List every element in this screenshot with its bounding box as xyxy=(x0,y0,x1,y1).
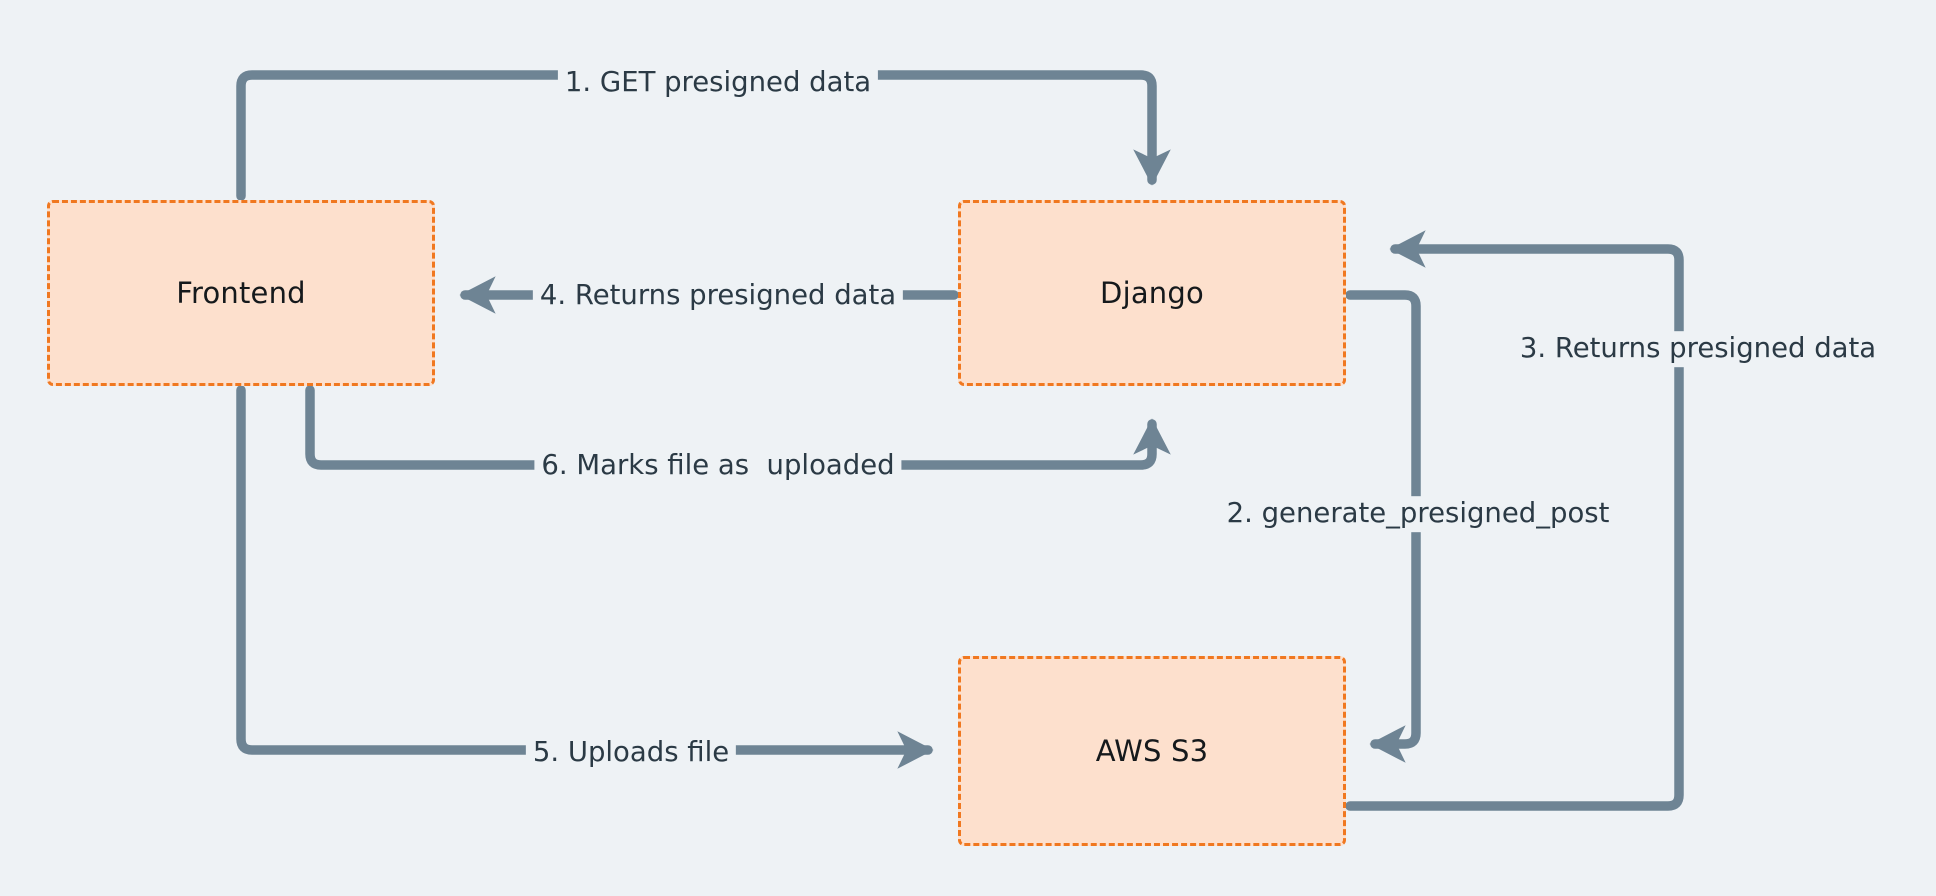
edge-5-path xyxy=(236,385,934,769)
node-frontend-label: Frontend xyxy=(176,276,306,310)
edge-label-2-generate-presigned-post: 2. generate_presigned_post xyxy=(1219,496,1617,532)
node-aws-s3[interactable]: AWS S3 xyxy=(958,656,1346,846)
node-django-label: Django xyxy=(1100,276,1204,310)
node-django[interactable]: Django xyxy=(958,200,1346,386)
edge-label-4-returns-presigned-data: 4. Returns presigned data xyxy=(532,278,904,314)
node-frontend[interactable]: Frontend xyxy=(47,200,435,386)
edge-label-6-marks-file-as-uploaded: 6. Marks file as uploaded xyxy=(534,448,902,484)
edge-label-1-get-presigned-data: 1. GET presigned data xyxy=(557,65,879,101)
edge-label-3-returns-presigned-data: 3. Returns presigned data xyxy=(1512,331,1884,367)
node-aws-s3-label: AWS S3 xyxy=(1095,734,1209,768)
edge-label-5-uploads-file: 5. Uploads file xyxy=(525,735,737,771)
